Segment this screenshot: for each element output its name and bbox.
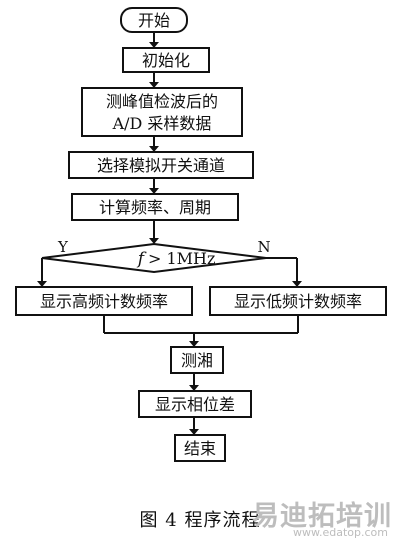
select-channel-box xyxy=(68,151,254,179)
init-box xyxy=(122,47,210,73)
measure-peak-box xyxy=(81,87,243,137)
yes-label: Y xyxy=(57,238,69,256)
decision-diamond xyxy=(41,242,267,274)
arrowhead xyxy=(189,429,199,435)
arrowhead xyxy=(37,281,47,287)
show-high-box xyxy=(15,286,193,316)
show-high-label: 显示高频计数频率 xyxy=(40,292,168,311)
show-phase-label: 显示相位差 xyxy=(155,395,235,414)
arrowhead xyxy=(149,188,159,194)
measure-peak-label-line1: 测峰值检波后的 xyxy=(106,92,218,111)
figure-caption: 图 4 程序流程 xyxy=(139,510,261,531)
no-label: N xyxy=(257,238,270,256)
decision-condition: > 1MHz xyxy=(148,249,215,268)
arrowhead xyxy=(149,42,159,48)
flowchart-diagram: 开始 初始化 测峰值检波后的 A/D 采样数据 选择模拟开关通道 计算频率、周期 xyxy=(15,7,387,462)
init-label: 初始化 xyxy=(142,51,190,70)
arrowhead xyxy=(189,385,199,391)
show-phase-box xyxy=(138,390,252,418)
decision-variable: f xyxy=(136,249,147,269)
watermark-text: 易迪拓培训 xyxy=(252,501,392,532)
end-box xyxy=(174,434,226,462)
calc-box xyxy=(71,193,239,221)
arrowhead xyxy=(149,146,159,152)
arrowhead xyxy=(189,341,199,347)
watermark-url: www.edatop.com xyxy=(293,526,388,539)
end-label: 结束 xyxy=(184,439,216,458)
measure-phase-box xyxy=(170,346,224,374)
calc-label: 计算频率、周期 xyxy=(99,198,211,217)
show-low-label: 显示低频计数频率 xyxy=(234,292,362,311)
start-label: 开始 xyxy=(138,11,170,30)
arrowhead xyxy=(149,82,159,88)
measure-phase-label: 测湘 xyxy=(181,351,213,370)
measure-peak-label-line2: A/D 采样数据 xyxy=(112,114,212,133)
arrowhead xyxy=(292,281,302,287)
select-channel-label: 选择模拟开关通道 xyxy=(97,156,225,175)
arrowhead xyxy=(149,238,159,244)
